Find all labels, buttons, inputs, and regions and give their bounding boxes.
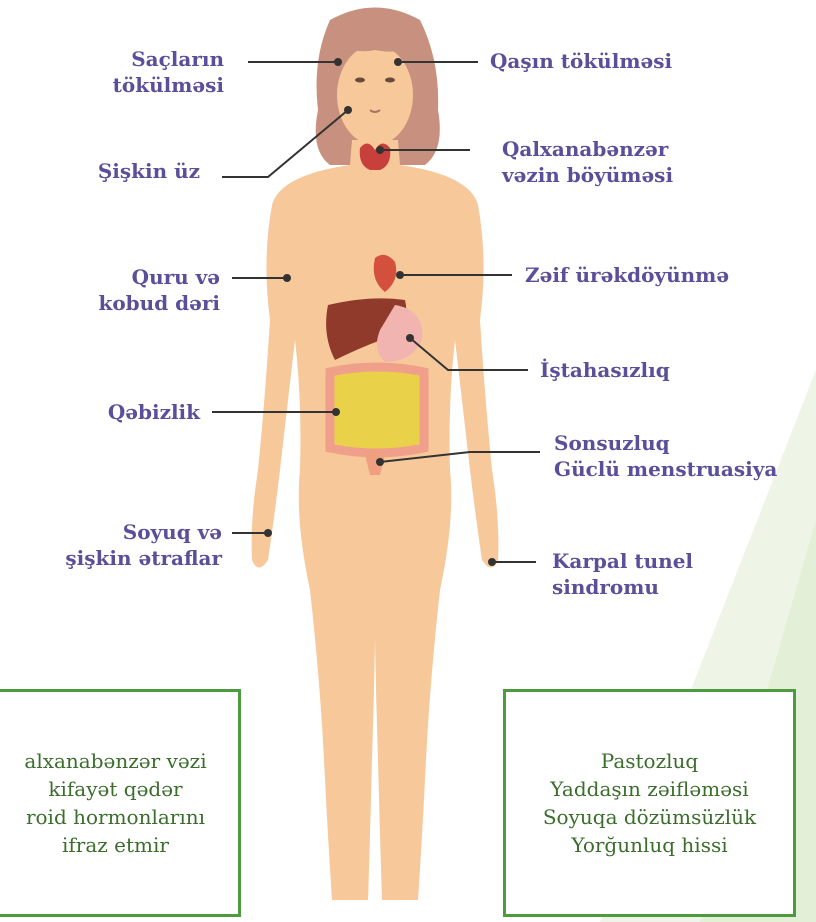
- label-puffy-face: Şişkin üz: [70, 158, 200, 184]
- label-cold-limbs: Soyuq və şişkin ətraflar: [10, 519, 222, 571]
- label-thyroid-enlargement: Qalxanabənzər vəzin böyüməsi: [502, 136, 673, 188]
- label-appetite-loss: İştahasızlıq: [540, 357, 670, 383]
- label-weak-heartbeat: Zəif ürəkdöyünmə: [525, 262, 729, 288]
- label-constipation: Qəbizlik: [70, 399, 200, 425]
- right-info-box: Pastozluq Yaddaşın zəifləməsi Soyuqa döz…: [503, 689, 796, 917]
- label-hair-loss: Saçların tökülməsi: [100, 46, 224, 98]
- label-dry-skin: Quru və kobud dəri: [60, 264, 220, 316]
- label-brow-loss: Qaşın tökülməsi: [490, 48, 672, 74]
- left-info-box: alxanabənzər vəzi kifayət qədər roid hor…: [0, 689, 241, 917]
- label-infertility: Sonsuzluq Güclü menstruasiya: [554, 430, 777, 482]
- label-carpal-tunnel: Karpal tunel sindromu: [552, 548, 693, 600]
